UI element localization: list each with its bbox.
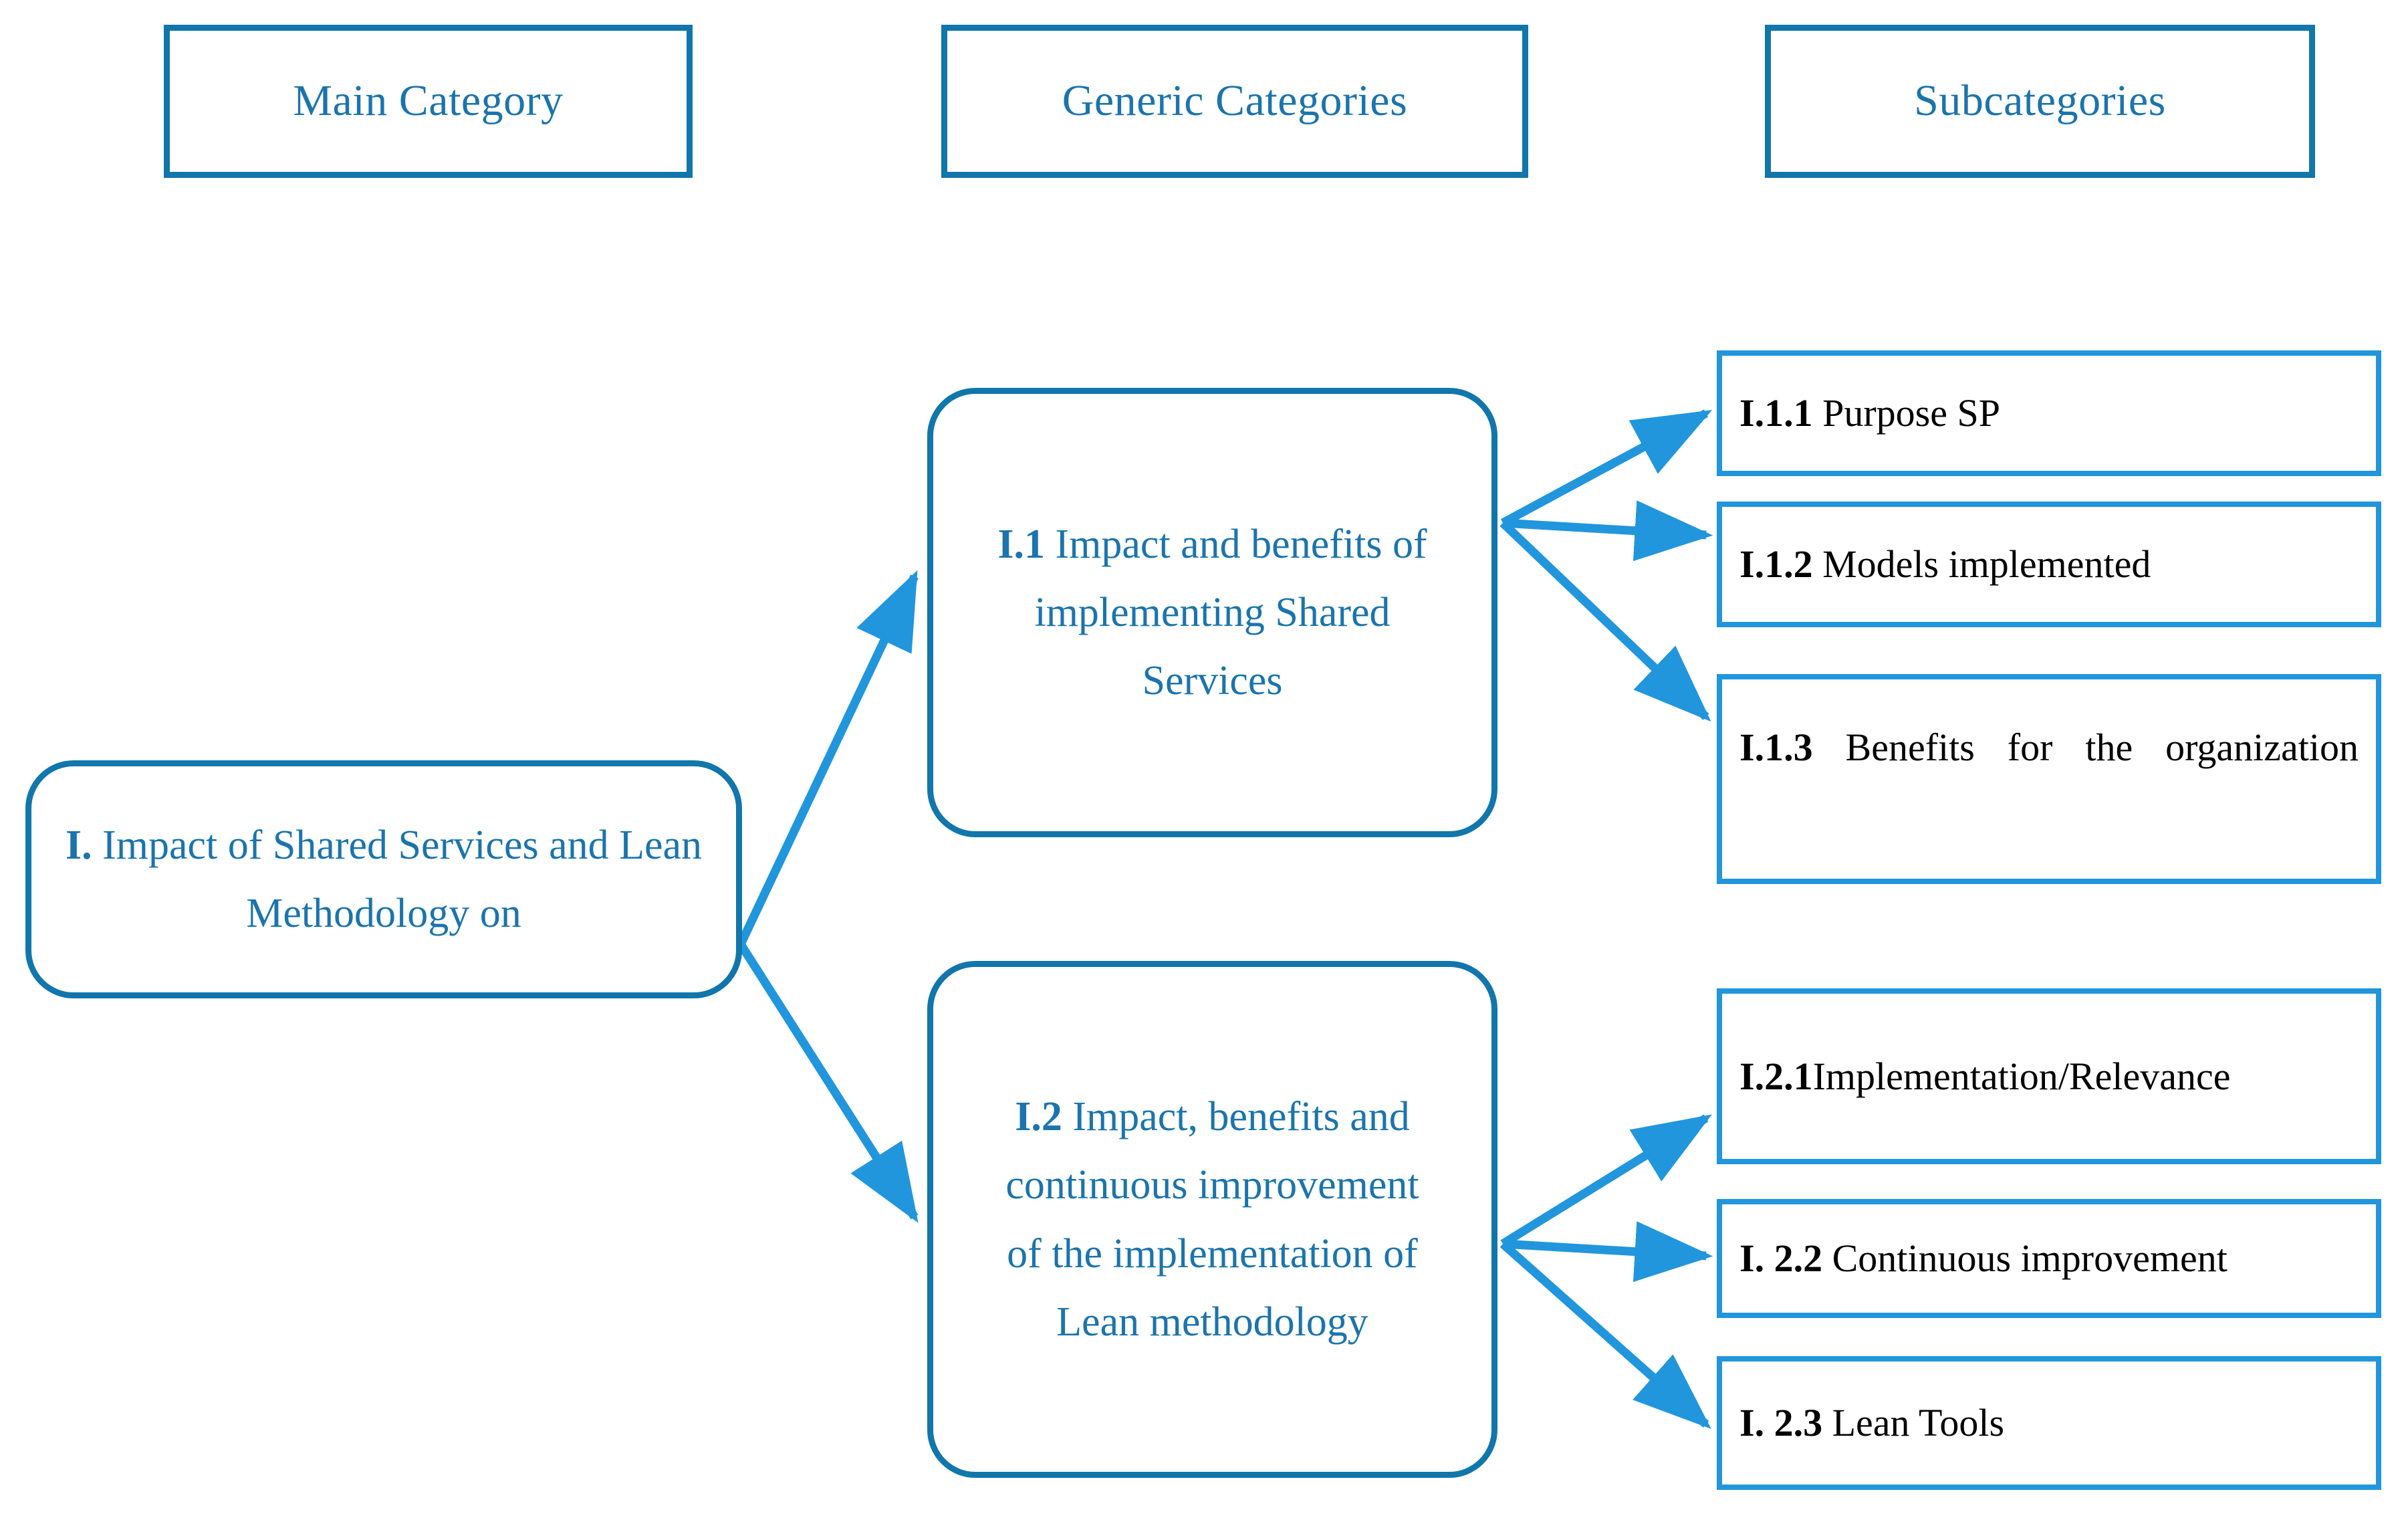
node-sub-i112-text: Models implemented [1812,542,2151,586]
header-subcategories-label: Subcategories [1914,76,2166,126]
node-sub-i123[interactable]: I. 2.3 Lean Tools [1717,1356,2381,1490]
node-main-category-number: I. [65,822,92,868]
arrow-i1-to-i13 [1499,520,1711,722]
node-sub-i122-number: I. 2.2 [1739,1236,1823,1281]
arrow-i1-to-i11 [1500,409,1713,527]
arrow-main-to-i1 [737,570,919,946]
node-sub-i112-number: I.1.2 [1739,542,1813,586]
node-main-category[interactable]: I. Impact of Shared Services and Lean Me… [25,760,742,998]
node-generic-i1-text: Impact and benefits of implementing Shar… [1034,521,1427,704]
node-generic-i2-text: Impact, benefits and continuous improvem… [1005,1093,1419,1345]
node-sub-i121-number: I.2.1 [1739,1054,1813,1098]
node-generic-i1[interactable]: I.1 Impact and benefits of implementing … [927,388,1497,837]
node-main-category-text: Impact of Shared Services and Lean Metho… [92,822,703,936]
node-sub-i123-number: I. 2.3 [1739,1401,1823,1445]
node-sub-i122[interactable]: I. 2.2 Continuous improvement [1717,1199,2381,1318]
node-generic-i2[interactable]: I.2 Impact, benefits and continuous impr… [927,961,1497,1478]
node-sub-i113[interactable]: I.1.3 Benefits for the organization [1717,674,2381,884]
header-generic-categories: Generic Categories [941,25,1528,178]
node-sub-i113-number: I.1.3 [1739,726,1813,770]
arrow-i2-to-i22 [1502,1221,1713,1283]
header-main-category-label: Main Category [293,76,564,126]
node-sub-i111[interactable]: I.1.1 Purpose SP [1717,350,2381,476]
node-sub-i121[interactable]: I.2.1Implementation/Relevance [1717,988,2381,1164]
node-sub-i112[interactable]: I.1.2 Models implemented [1717,502,2381,627]
node-sub-i111-number: I.1.1 [1739,391,1813,435]
node-sub-i113-text: Benefits for the organization [1812,726,2359,770]
header-main-category: Main Category [164,25,693,178]
node-sub-i123-text: Lean Tools [1822,1401,2005,1445]
node-sub-i121-text: Implementation/Relevance [1812,1054,2231,1098]
arrow-i2-to-i23 [1499,1240,1711,1429]
arrow-i1-to-i12 [1502,500,1713,562]
node-generic-i1-number: I.1 [997,521,1046,567]
node-generic-i2-number: I.2 [1015,1093,1062,1139]
header-subcategories: Subcategories [1765,25,2315,178]
arrow-i2-to-i21 [1500,1114,1712,1248]
node-sub-i122-text: Continuous improvement [1822,1236,2228,1281]
header-generic-categories-label: Generic Categories [1062,76,1408,126]
node-sub-i111-text: Purpose SP [1812,391,2000,435]
arrow-main-to-i2 [737,942,919,1223]
